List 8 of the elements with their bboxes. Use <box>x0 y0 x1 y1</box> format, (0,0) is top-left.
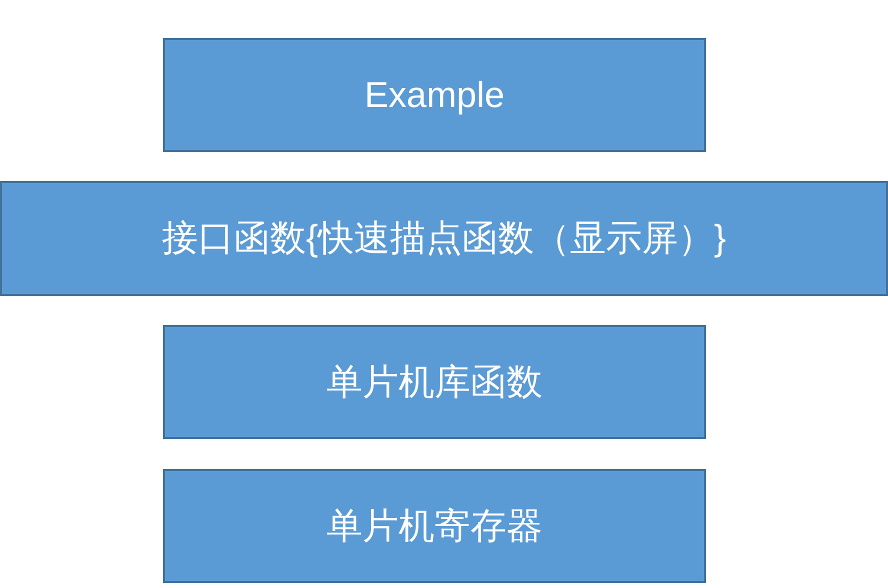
layer-label: 接口函数{快速描点函数（显示屏）} <box>162 216 726 260</box>
layer-box <box>163 469 706 583</box>
layer-label: Example <box>364 74 505 116</box>
layer-box <box>0 181 888 296</box>
layer-box <box>163 325 706 439</box>
layer-label: 单片机库函数 <box>326 360 542 404</box>
layer-box <box>163 38 706 152</box>
layer-label: 单片机寄存器 <box>326 504 542 548</box>
